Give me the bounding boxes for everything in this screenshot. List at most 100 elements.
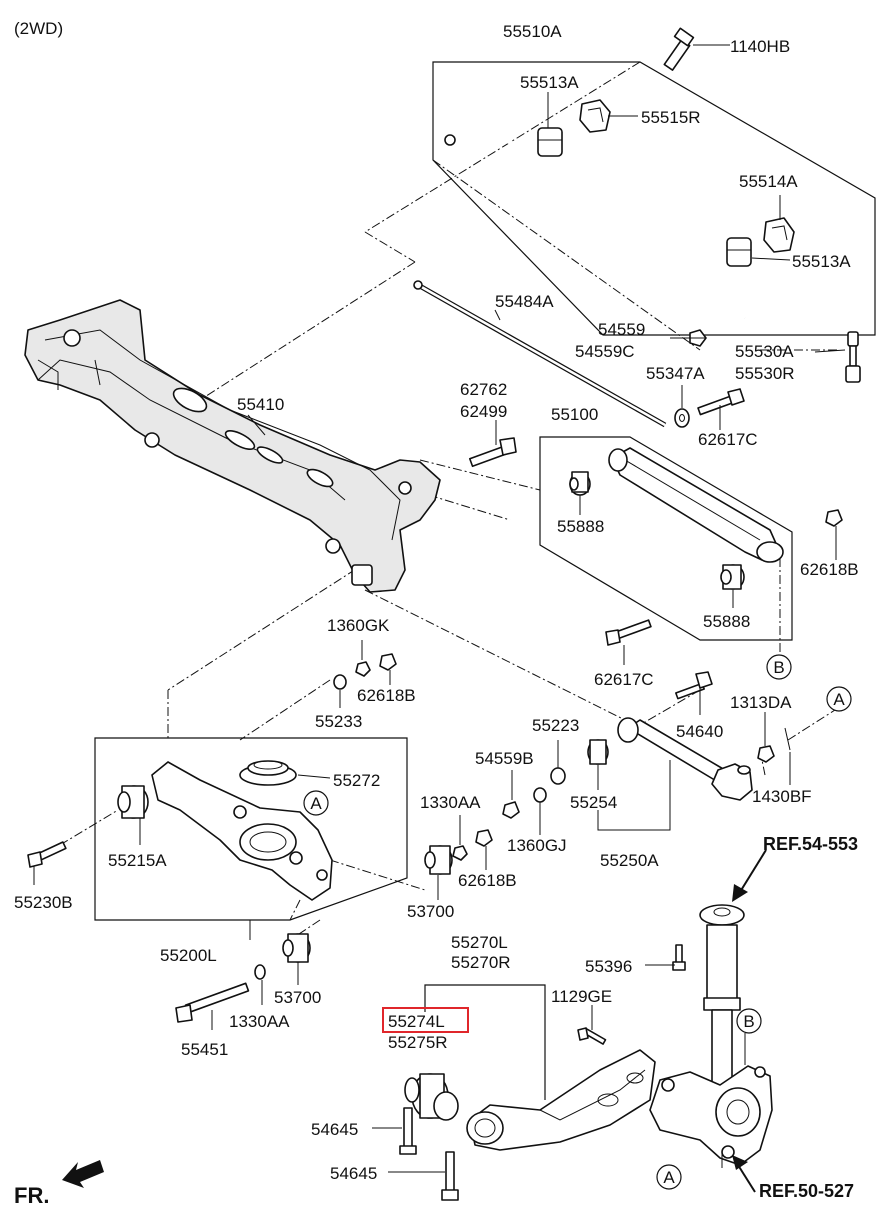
label-1140hb: 1140HB	[730, 37, 790, 56]
ref-arrow-bottom	[732, 1155, 756, 1193]
knuckle	[649, 1065, 773, 1166]
bolt-54645-b	[441, 1151, 459, 1201]
leader-dash	[639, 689, 701, 726]
bolt-62762	[468, 437, 517, 468]
bushing-55254	[587, 739, 609, 765]
nut-1330aa-mid	[452, 845, 468, 861]
label-1129ge: 1129GE	[551, 987, 612, 1006]
stabilizer-bushing-upper	[537, 127, 563, 157]
stabilizer-bar	[444, 133, 747, 319]
trailing-arm-55270l	[466, 1049, 656, 1151]
front-label: FR.	[14, 1183, 49, 1208]
leader-dash	[787, 709, 836, 741]
washer-55233	[333, 674, 347, 690]
nut-1360gk	[355, 661, 371, 677]
bushing-53700-low	[282, 933, 311, 963]
bushing-55215a	[117, 785, 149, 819]
label-62762: 62762	[460, 380, 507, 399]
washer-1330aa-low	[254, 964, 266, 980]
upper-arm-assembly-box	[539, 436, 793, 641]
leader-dash	[364, 589, 626, 721]
label-55347a: 55347A	[646, 364, 705, 383]
leader-lines	[33, 92, 846, 1173]
bolt-1140hb	[663, 27, 695, 71]
crossmember-55410	[24, 299, 441, 593]
label-55396: 55396	[585, 957, 632, 976]
bolt-55451	[175, 982, 250, 1023]
leader-dash	[432, 159, 701, 351]
label-55272: 55272	[333, 771, 380, 790]
label-54559b: 54559B	[475, 749, 534, 768]
label-62618b-low: 62618B	[458, 871, 517, 890]
callout-b-upper-arm: B	[766, 654, 792, 680]
highlight-box-55274l	[382, 1007, 469, 1033]
label-1330aa-mid: 1330AA	[420, 793, 481, 812]
bolt-1129ge	[577, 1027, 607, 1045]
callout-a-lower-arm: A	[303, 790, 329, 816]
label-55530a: 55530A	[735, 342, 794, 361]
label-54559: 54559	[598, 320, 645, 339]
svg-text:A: A	[310, 794, 322, 813]
label-62618b-right: 62618B	[800, 560, 859, 579]
label-55200l: 55200L	[160, 946, 217, 965]
label-ref-top: REF.54-553	[763, 834, 858, 854]
label-55254: 55254	[570, 793, 617, 812]
bushing-55888-low	[720, 564, 745, 590]
label-54645-b: 54645	[330, 1164, 377, 1183]
svg-text:B: B	[773, 658, 784, 677]
label-54645-a: 54645	[311, 1120, 358, 1139]
label-55270l: 55270L	[451, 933, 508, 952]
callout-b-knuckle: B	[736, 1008, 762, 1034]
label-55270r: 55270R	[451, 953, 511, 972]
label-55888-low: 55888	[703, 612, 750, 631]
washer-55347a	[674, 408, 690, 428]
leader-dash	[329, 859, 426, 891]
label-55274l: 55274L	[388, 1012, 445, 1031]
label-55410: 55410	[237, 395, 284, 414]
bolt-62617c-mid	[605, 619, 652, 646]
variant-label: (2WD)	[14, 19, 63, 38]
label-1360gj: 1360GJ	[507, 836, 567, 855]
label-54640: 54640	[676, 722, 723, 741]
label-62499: 62499	[460, 402, 507, 421]
label-55484a: 55484A	[495, 292, 554, 311]
front-arrow-icon	[62, 1160, 104, 1188]
label-1313da: 1313DA	[730, 693, 792, 712]
ref-arrow-top	[732, 849, 767, 902]
label-1430bf: 1430BF	[752, 787, 812, 806]
nut-1313da	[757, 745, 775, 763]
link-55250a	[617, 717, 753, 801]
nut-54559b	[502, 801, 520, 819]
bolt-55396	[672, 944, 686, 971]
leader-dash	[364, 231, 416, 263]
lower-arm-55200l	[151, 761, 333, 901]
bolt-62617c-top	[697, 388, 745, 416]
leader-dash	[59, 809, 119, 846]
stabilizer-bushing-lower	[726, 237, 752, 267]
svg-text:A: A	[663, 1168, 675, 1187]
label-55515r: 55515R	[641, 108, 701, 127]
leader-dash	[364, 61, 641, 233]
upper-arm-55100	[608, 447, 784, 563]
cotter-pin-1430bf	[784, 727, 791, 751]
label-55250a: 55250A	[600, 851, 659, 870]
label-55530r: 55530R	[735, 364, 795, 383]
label-55223: 55223	[532, 716, 579, 735]
bushing-55888-top	[569, 471, 591, 496]
leader-dash	[199, 261, 416, 401]
shock-absorber	[699, 904, 745, 1091]
bushing-53700-mid	[424, 845, 453, 875]
svg-text:A: A	[833, 690, 845, 709]
label-62618b-mid: 62618B	[357, 686, 416, 705]
callout-a-top-right: A	[826, 686, 852, 712]
label-53700-mid: 53700	[407, 902, 454, 921]
nut-62618b-right	[825, 509, 843, 527]
stabilizer-link	[845, 331, 861, 383]
long-bolt-55484a	[413, 280, 667, 428]
label-55100: 55100	[551, 405, 598, 424]
nut-62618b-mid	[379, 653, 397, 671]
stabilizer-bracket-upper	[579, 99, 611, 133]
bolt-54640	[675, 671, 713, 700]
label-1330aa-low: 1330AA	[229, 1012, 290, 1031]
